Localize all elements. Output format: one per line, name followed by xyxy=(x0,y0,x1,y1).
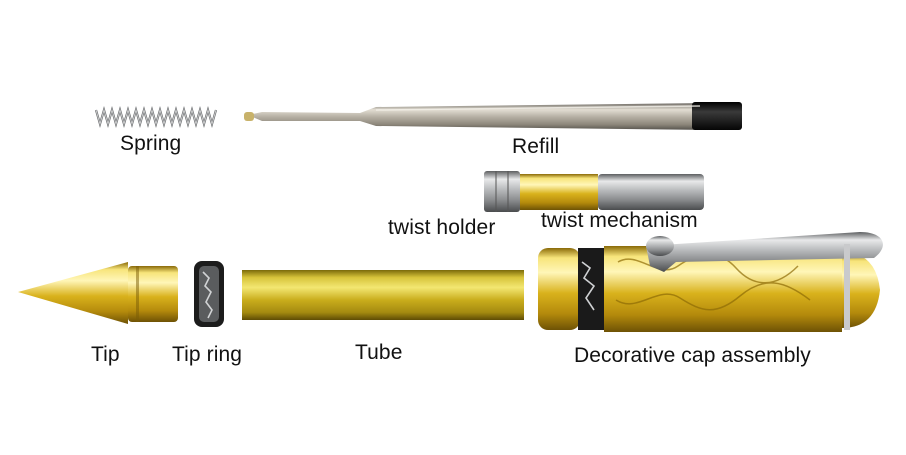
label-refill: Refill xyxy=(512,135,560,158)
refill xyxy=(244,102,742,130)
tip-ring xyxy=(194,261,224,327)
label-twist-mechanism: twist mechanism xyxy=(541,209,698,232)
label-tip-ring: Tip ring xyxy=(172,343,243,366)
label-cap-assembly: Decorative cap assembly xyxy=(574,344,811,367)
tip xyxy=(18,262,178,324)
label-tube: Tube xyxy=(355,341,403,364)
decorative-cap-assembly xyxy=(538,232,883,332)
tube xyxy=(242,270,524,320)
spring xyxy=(94,105,218,129)
label-spring: Spring xyxy=(120,132,182,155)
label-twist-holder: twist holder xyxy=(388,216,496,239)
twist-holder xyxy=(484,171,520,212)
twist-mechanism xyxy=(520,174,704,210)
label-tip: Tip xyxy=(91,343,120,366)
